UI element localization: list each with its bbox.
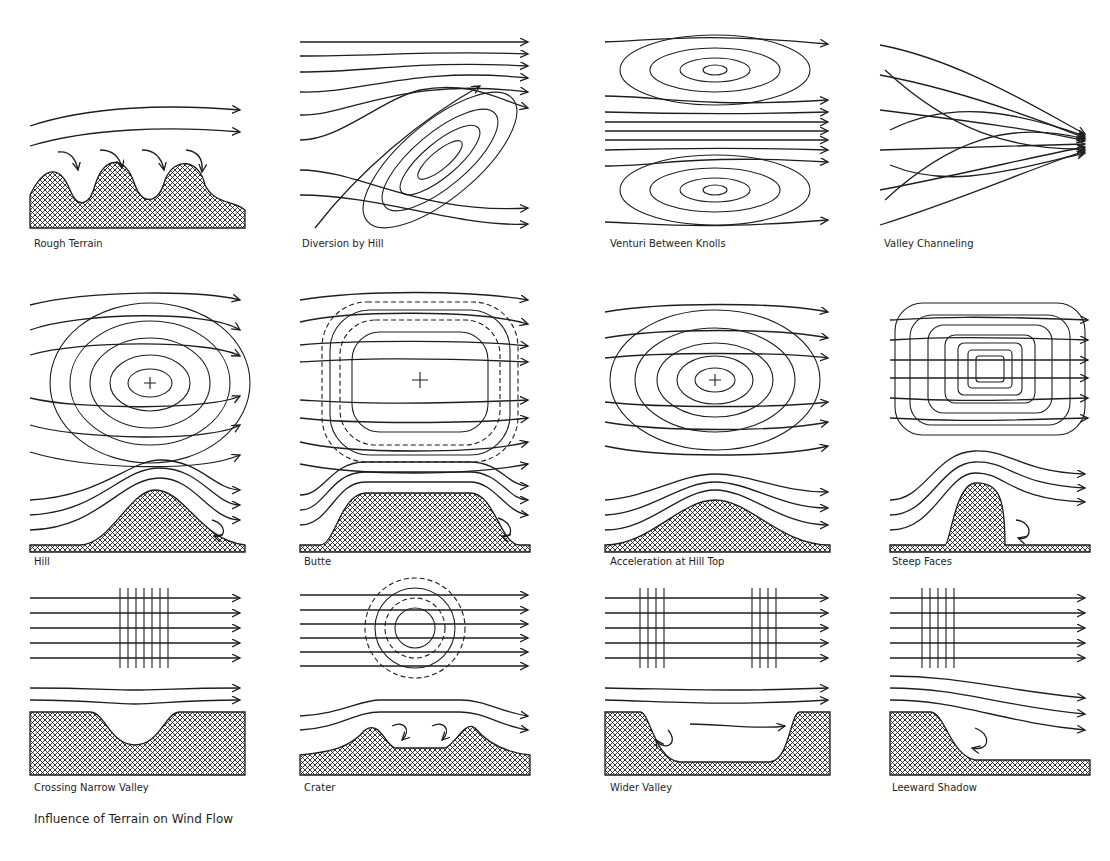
steep-faces-sketch [890,303,1090,552]
sketch-label: Hill [32,556,52,567]
sketch-label: Acceleration at Hill Top [608,556,726,567]
leeward-shadow-sketch [890,588,1090,775]
venturi-sketch [605,35,828,226]
crater-sketch [300,578,530,775]
diversion-sketch [300,42,537,250]
sketch-label: Rough Terrain [32,238,105,249]
channeling-sketch [880,45,1085,225]
figure-caption: Influence of Terrain on Wind Flow [32,812,235,826]
sketch-label: Venturi Between Knolls [608,238,728,249]
hill-sketch [30,293,250,552]
sketch-label: Crossing Narrow Valley [32,782,151,793]
acceleration-sketch [605,305,830,553]
butte-sketch [300,293,530,553]
sketch-label: Crater [302,782,337,793]
sketch-label: Valley Channeling [882,238,976,249]
sketch-label: Diversion by Hill [300,238,386,249]
rough-terrain-sketch [30,107,245,228]
narrow-valley-sketch [30,588,245,775]
sketch-label: Butte [302,556,333,567]
sketch-label: Steep Faces [890,556,954,567]
sketch-label: Wider Valley [608,782,674,793]
sketch-label: Leeward Shadow [890,782,979,793]
wider-valley-sketch [605,588,830,775]
